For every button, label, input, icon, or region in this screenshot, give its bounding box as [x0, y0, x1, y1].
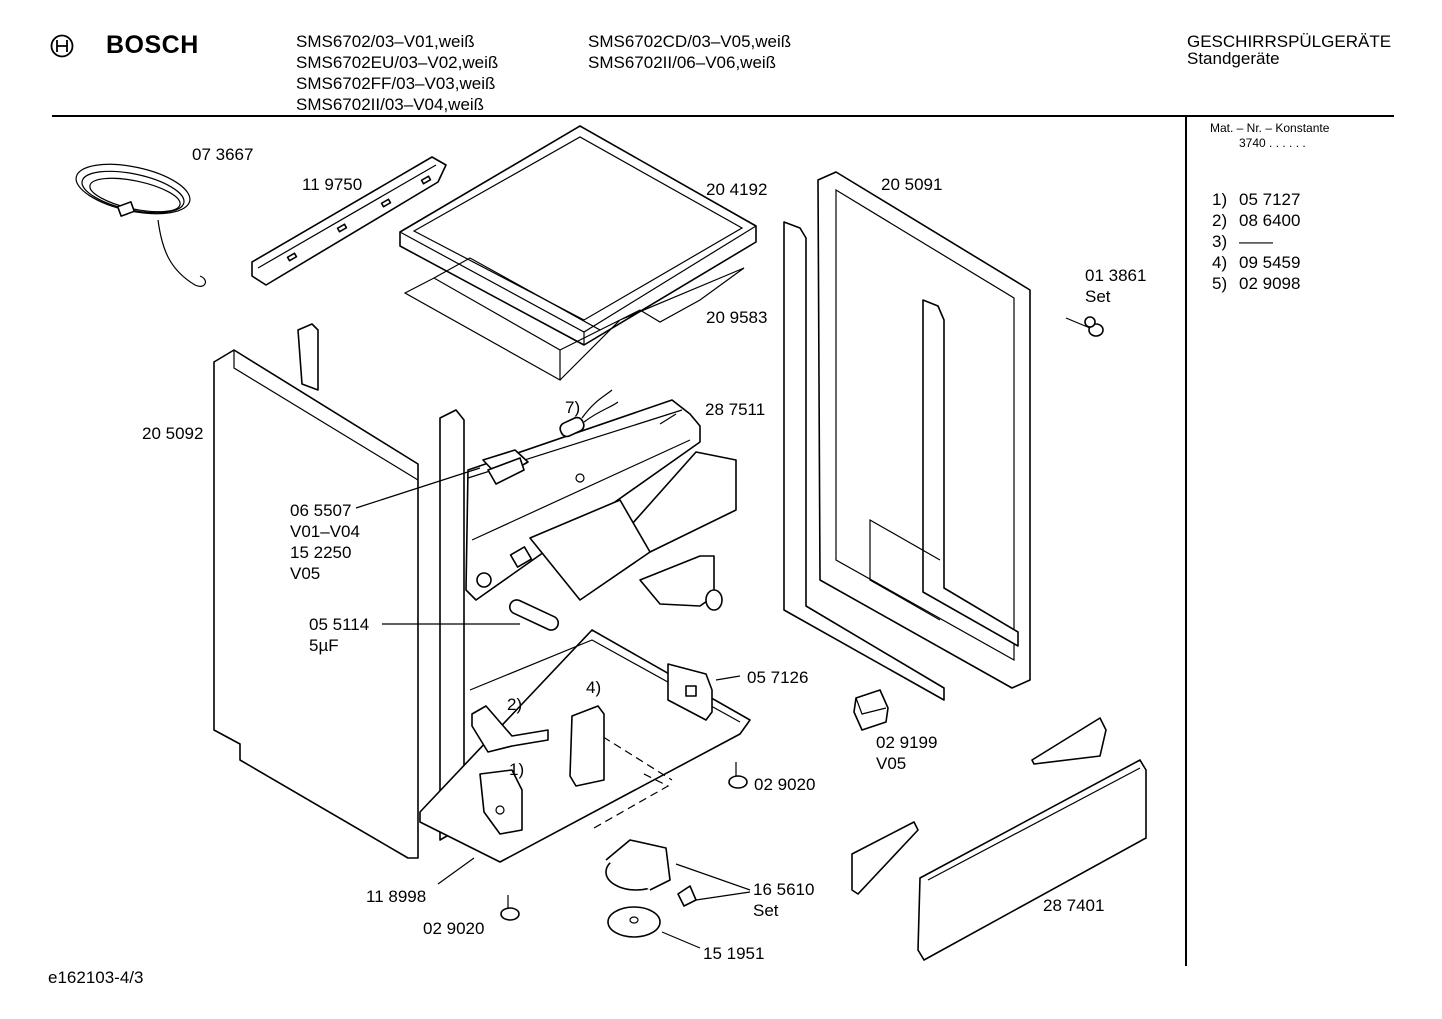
- part-label: 02 9020: [754, 775, 816, 794]
- model-line: SMS6702CD/03–V05,weiß: [588, 32, 792, 51]
- bracket-057126-drawing: [667, 663, 713, 721]
- category: GESCHIRRSPÜLGERÄTE: [1187, 32, 1392, 51]
- part-label: V01–V04: [290, 522, 360, 541]
- part-label: 20 5092: [142, 424, 204, 443]
- leader-065507: [355, 467, 481, 509]
- part-label: 05 7126: [747, 668, 809, 687]
- part-label: 15 2250: [290, 543, 352, 562]
- control-rail-drawing: [251, 156, 447, 286]
- brand-name: BOSCH: [106, 31, 199, 59]
- part-label: Set: [1085, 287, 1111, 306]
- left-panel-drawing: [213, 323, 465, 859]
- part-label: 07 3667: [192, 145, 254, 164]
- filter-disc-drawing: [607, 906, 661, 938]
- part-label: V05: [876, 754, 907, 773]
- leader-057126: [715, 675, 741, 681]
- part-label: 11 9750: [302, 175, 363, 194]
- models-column-2: SMS6702CD/03–V05,weiß SMS6702II/06–V06,w…: [588, 31, 791, 73]
- foot-right-drawing: [728, 762, 748, 789]
- category-title: GESCHIRRSPÜLGERÄTE Standgeräte: [1187, 31, 1391, 69]
- part-label: 7): [565, 398, 581, 417]
- model-line: SMS6702II/03–V04,weiß: [296, 95, 485, 114]
- part-label: 28 7401: [1043, 896, 1105, 915]
- part-label: 20 4192: [706, 180, 768, 199]
- part-label: 06 5507: [290, 501, 352, 520]
- leader-287511: [659, 413, 677, 425]
- bracket-1-drawing: [479, 769, 523, 835]
- models-column-1: SMS6702/03–V01,weiß SMS6702EU/03–V02,wei…: [296, 31, 498, 115]
- mat-number-value: 3740 . . . . . .: [1239, 136, 1306, 150]
- screw-set-drawing: [1065, 316, 1104, 337]
- kick-plate-drawing: [917, 759, 1147, 961]
- note-item: 3)——: [1212, 232, 1273, 251]
- leader-118998: [437, 857, 475, 885]
- leader-165610: [675, 863, 751, 901]
- note-item: 2)08 6400: [1212, 211, 1301, 230]
- pump-set-drawing: [605, 839, 697, 907]
- door-switch-drawing: [482, 449, 529, 485]
- model-line: SMS6702FF/03–V03,weiß: [296, 74, 496, 93]
- part-label: 4): [586, 678, 602, 697]
- part-label: 1): [509, 760, 525, 779]
- part-label: 02 9020: [423, 919, 485, 938]
- mat-number-label: Mat. – Nr. – Konstante: [1210, 121, 1330, 135]
- part-label: 20 9583: [706, 308, 768, 327]
- relay-drawing: [853, 689, 889, 731]
- part-label: 2): [507, 695, 523, 714]
- part-label: 05 5114: [309, 615, 370, 634]
- part-label: 11 8998: [366, 887, 427, 906]
- note-item: 5)02 9098: [1212, 274, 1301, 293]
- control-panel-drawing: [465, 399, 737, 601]
- document-id: e162103-4/3: [48, 968, 144, 987]
- capacitor-drawing: [508, 599, 560, 631]
- bracket-4-drawing: [569, 705, 605, 787]
- model-line: SMS6702/03–V01,weiß: [296, 32, 475, 51]
- note-item: 1)05 7127: [1212, 190, 1301, 209]
- part-label: 02 9199: [876, 733, 938, 752]
- worktop-drawing: [399, 125, 757, 346]
- foot-left-drawing: [500, 895, 520, 921]
- note-item: 4)09 5459: [1212, 253, 1301, 272]
- part-label: 5µF: [309, 636, 339, 655]
- part-label: 15 1951: [703, 944, 765, 963]
- power-cord-drawing: [75, 163, 207, 287]
- notes-list: 1)05 7127 2)08 6400 3)—— 4)09 5459 5)02 …: [1212, 189, 1300, 294]
- part-label: 28 7511: [705, 400, 766, 419]
- part-label: 16 5610: [753, 880, 815, 899]
- capacitor-top-drawing: [559, 389, 619, 438]
- model-line: SMS6702EU/03–V02,weiß: [296, 53, 499, 72]
- model-line: SMS6702II/06–V06,weiß: [588, 53, 777, 72]
- subcategory: Standgeräte: [1187, 49, 1280, 68]
- mount-bracket-right-drawing: [1031, 717, 1107, 765]
- mount-bracket-left-drawing: [851, 821, 919, 895]
- insulation-sheet-drawing: [403, 257, 745, 382]
- part-label: V05: [290, 564, 321, 583]
- pipe-connector-drawing: [639, 555, 723, 611]
- part-label: Set: [753, 901, 779, 920]
- part-label: 20 5091: [881, 175, 943, 194]
- leader-151951: [661, 931, 701, 949]
- bosch-logo-icon: [50, 34, 74, 58]
- right-frame-drawing: [783, 171, 1031, 701]
- part-label: 01 3861: [1085, 266, 1147, 285]
- bracket-2-drawing: [471, 705, 549, 753]
